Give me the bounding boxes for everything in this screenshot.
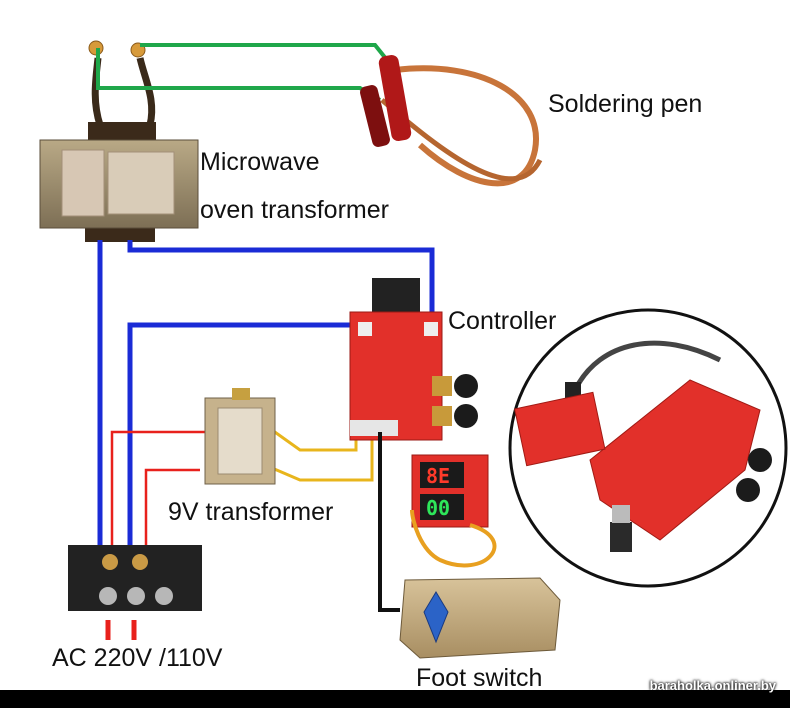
- yellow-wires: [271, 428, 374, 482]
- terminal-screw-1: [99, 587, 117, 605]
- inset-transistor-tab: [612, 505, 630, 523]
- display-bottom-window: [420, 494, 464, 520]
- controller-board: [349, 278, 478, 441]
- controller-terminal-right: [424, 322, 438, 336]
- red-wires: [105, 430, 210, 640]
- red-wire-a: [110, 430, 210, 560]
- black-wire-foot-switch: [378, 432, 400, 612]
- pot-upper: [432, 376, 452, 396]
- display-cable: [410, 509, 497, 568]
- heatsink: [372, 278, 420, 318]
- microwave-transformer: [39, 40, 199, 242]
- blue-wire-mains-controller: [127, 322, 358, 560]
- controller-input-terminal: [350, 420, 398, 436]
- controller-closeup-inset: [508, 308, 788, 588]
- label-microwave: Microwave: [200, 148, 320, 176]
- foot-switch: [399, 577, 561, 659]
- inset-cable: [572, 340, 722, 392]
- label-controller: Controller: [448, 307, 557, 335]
- inset-transistor: [610, 522, 632, 552]
- bottom-bar: [0, 690, 790, 708]
- green-wire-upper: [140, 43, 397, 72]
- label-mains: AC 220V /110V: [52, 644, 223, 672]
- pen-handle-right: [378, 55, 412, 141]
- pot-lower: [432, 406, 452, 426]
- inset-knob-lower: [736, 478, 760, 502]
- terminal-lug-1: [102, 554, 118, 570]
- display-top-digits: 8E: [426, 464, 450, 488]
- inset-small-pcb: [514, 391, 606, 467]
- blue-wire-mot-controller: [127, 240, 435, 330]
- foot-switch-body: [399, 577, 561, 659]
- soldering-pen: [360, 55, 543, 187]
- mot-label-right: [107, 151, 175, 215]
- small-transformer-label: [217, 407, 263, 475]
- blue-wires: [97, 240, 435, 560]
- knob-upper: [454, 374, 478, 398]
- mot-lead-right: [136, 57, 156, 126]
- controller-terminal-left: [358, 322, 372, 336]
- yellow-wire-b: [271, 432, 374, 482]
- label-oven-transformer: oven transformer: [200, 196, 389, 224]
- label-foot-switch: Foot switch: [416, 664, 543, 692]
- watermark: baraholka.onliner.by: [649, 678, 776, 693]
- display-bottom-digits: 00: [426, 496, 450, 520]
- terminal-lug-2: [132, 554, 148, 570]
- knob-lower: [454, 404, 478, 428]
- terminal-screw-2: [127, 587, 145, 605]
- inset-knob-upper: [748, 448, 772, 472]
- yellow-wire-a: [271, 428, 358, 452]
- display-module: 8E 00: [410, 454, 497, 568]
- pen-handle-left: [360, 85, 390, 147]
- small-transformer: [204, 388, 276, 485]
- display-top-window: [420, 462, 464, 488]
- mot-label-left: [61, 149, 105, 217]
- foot-switch-logo: [423, 591, 449, 644]
- terminal-block: [68, 545, 202, 611]
- red-wire-b: [144, 468, 200, 560]
- label-9v-transformer: 9V transformer: [168, 498, 334, 526]
- pen-cable-a: [394, 65, 540, 187]
- small-transformer-tab: [232, 388, 250, 400]
- terminal-screw-3: [155, 587, 173, 605]
- label-soldering-pen: Soldering pen: [548, 90, 703, 118]
- inset-main-pcb: [589, 379, 761, 541]
